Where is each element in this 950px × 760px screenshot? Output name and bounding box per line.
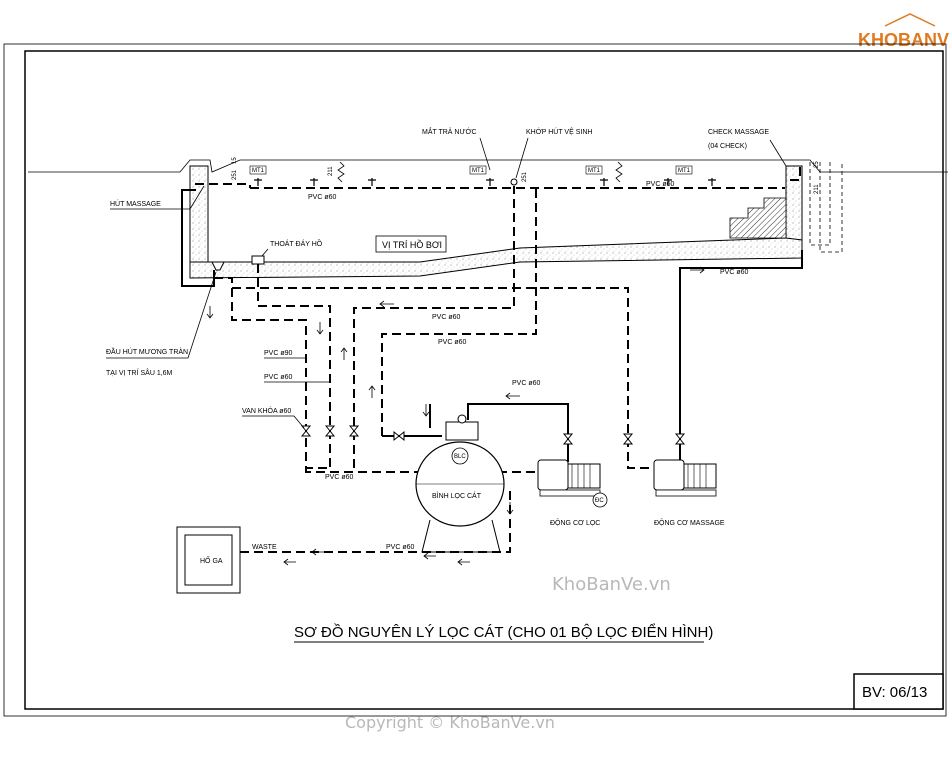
label-hut-massage: HÚT MASSAGE	[110, 199, 161, 208]
sheet-frame-outer	[3, 43, 947, 717]
inlet-tag: MT1	[678, 168, 691, 174]
pool-wall-left	[189, 165, 209, 263]
sand-filter: BLC BÌNH LỌC CÁT	[415, 414, 505, 553]
label-pvc-mid2: PVC ø60	[438, 339, 467, 346]
pool-label: VỊ TRÍ HỒ BƠI	[382, 239, 442, 250]
dim-label: 25	[814, 161, 820, 168]
sheet-number-box	[853, 673, 944, 710]
filter-label: BÌNH LỌC CÁT	[432, 491, 482, 500]
return-inlet: MT1	[469, 165, 494, 186]
valve	[393, 430, 405, 442]
label-pvc90: PVC ø90	[264, 350, 293, 357]
dim-label: 211	[328, 166, 334, 176]
label-pvc-mid1: PVC ø60	[432, 314, 461, 321]
return-inlet: MT1	[249, 165, 267, 186]
sump-pit: HỐ GA	[176, 526, 241, 594]
sump-label: HỐ GA	[200, 555, 223, 565]
watermark-site: KhoBanVe.vn	[552, 574, 671, 595]
label-pvc-massage: PVC ø60	[720, 269, 749, 276]
label-pvc-left: PVC ø60	[264, 374, 293, 381]
label-return-inlet: MẮT TRẢ NƯỚC	[422, 127, 477, 136]
return-inlets: MT1 MT1 MT1 MT1 211 251 251 211 25 15	[232, 157, 820, 194]
pump-tag: ĐC	[595, 498, 604, 504]
label-check-massage: CHECK MASSAGE	[708, 129, 769, 136]
valve	[300, 425, 312, 437]
label-pvc-top-right: PVC ø60	[646, 181, 675, 188]
check-massage-lines	[809, 162, 843, 253]
watermark-copyright: Copyright © KhoBanVe.vn	[345, 713, 555, 732]
filter-tag: BLC	[454, 454, 466, 460]
brand-logo: KHOBANVE	[858, 13, 950, 50]
pool-label-box	[375, 235, 447, 253]
filter-pump: ĐC ĐỘNG CƠ LỌC	[537, 459, 608, 527]
brand-logo-text: KHOBANVE	[858, 30, 950, 50]
label-pvc-bottom: PVC ø60	[325, 474, 354, 481]
label-waste: WASTE	[252, 544, 277, 551]
label-pvc-waste: PVC ø60	[386, 544, 415, 551]
label-suction-head-2: TẠI VỊ TRÍ SÂU 1,6M	[106, 368, 173, 377]
sheet-number: BV: 06/13	[862, 684, 927, 701]
inlet-tag: MT1	[472, 168, 485, 174]
dim-label: 251	[232, 169, 238, 180]
pool-floor	[189, 237, 803, 279]
pipe-left-wall	[195, 183, 251, 188]
dim-label: 251	[522, 171, 528, 182]
label-pvc-filter: PVC ø60	[512, 380, 541, 387]
label-suction-head-1: ĐẦU HÚT MƯƠNG TRÀN	[106, 346, 188, 356]
sheet-frame-inner	[24, 50, 944, 710]
filter-pump-label: ĐỘNG CƠ LỌC	[550, 518, 600, 527]
label-valve: VAN KHÓA ø60	[242, 406, 291, 415]
main-drain	[251, 255, 265, 265]
pool-section: VỊ TRÍ HỒ BƠI	[189, 165, 803, 279]
valve	[674, 433, 686, 445]
valve	[622, 433, 634, 445]
dim-label: 211	[814, 184, 820, 194]
massage-pump: ĐỘNG CƠ MASSAGE	[653, 459, 725, 527]
valves	[300, 425, 686, 445]
cleaning-suction-point	[510, 178, 518, 186]
valve	[348, 425, 360, 437]
return-inlet: MT1	[675, 165, 716, 186]
piping-network	[181, 166, 803, 553]
label-cleaning-suction: KHỚP HÚT VỆ SINH	[526, 127, 592, 136]
label-check-count: (04 CHECK)	[708, 143, 747, 150]
valve	[324, 425, 336, 437]
inlet-tag: MT1	[588, 168, 601, 174]
deep-suction-head	[211, 261, 225, 271]
massage-pump-label: ĐỘNG CƠ MASSAGE	[654, 518, 725, 527]
ground-line	[28, 159, 948, 173]
label-pvc-top-left: PVC ø60	[308, 194, 337, 201]
return-inlet: MT1	[585, 165, 608, 186]
flow-arrows	[206, 266, 705, 566]
dim-label: 15	[232, 157, 238, 164]
valve	[562, 433, 574, 445]
label-main-drain: THOÁT ĐÁY HỒ	[270, 238, 323, 248]
inlet-tag: MT1	[252, 168, 265, 174]
diagram-title: SƠ ĐỒ NGUYÊN LÝ LỌC CÁT (CHO 01 BỘ LỌC Đ…	[294, 623, 713, 641]
pool-stairs	[729, 197, 787, 239]
